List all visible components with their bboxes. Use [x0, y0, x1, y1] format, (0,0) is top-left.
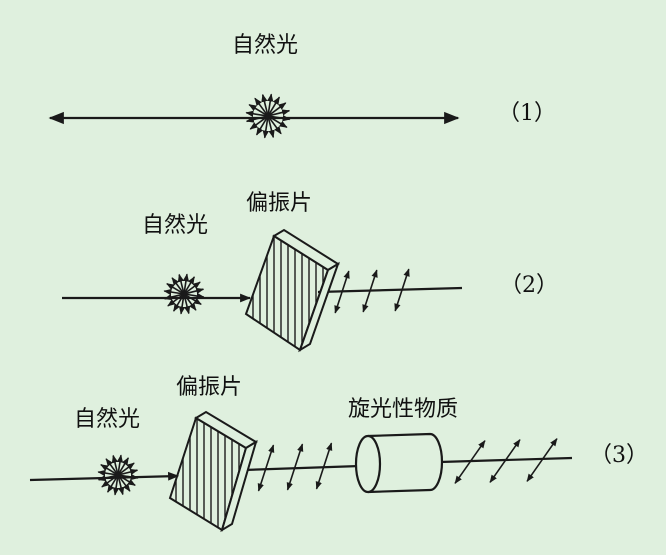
- natural-light-star-1: [245, 93, 291, 139]
- polarizer-3: [168, 410, 258, 533]
- case-2-label: （2）: [500, 273, 558, 298]
- polarized-arrow-3a: [257, 444, 275, 492]
- label-natural-light-3: 自然光: [74, 407, 140, 432]
- polarized-arrow-3b: [526, 438, 558, 482]
- polarized-arrow-3b: [489, 439, 521, 483]
- label-polarizer-2: 偏振片: [246, 191, 312, 216]
- polarized-arrow-3a: [315, 442, 333, 490]
- polarized-arrow-3a: [286, 443, 304, 491]
- label-natural-light-2: 自然光: [142, 213, 208, 238]
- row-1: 自然光 （1）: [48, 33, 556, 139]
- label-optically-active: 旋光性物质: [348, 397, 458, 422]
- polarized-arrows-2: [334, 268, 410, 314]
- polarized-arrows-3a: [257, 442, 333, 492]
- label-natural-light-1: 自然光: [232, 33, 298, 58]
- polarized-arrow-2: [394, 268, 410, 312]
- polarized-arrow-3b: [454, 440, 486, 484]
- light-ray-3b: [243, 464, 361, 472]
- case-3-label: （3）: [590, 443, 648, 468]
- case-1-label: （1）: [498, 101, 556, 126]
- natural-light-star-3-center: [115, 472, 121, 478]
- row-3: 自然光 偏振片 旋光性物质 （3）: [29, 375, 648, 533]
- row-2: 自然光 偏振片 （2）: [62, 191, 558, 353]
- light-ray-2b: [317, 286, 463, 294]
- polarized-arrow-2: [362, 269, 378, 313]
- polarized-arrows-3b: [454, 438, 558, 484]
- label-polarizer-3: 偏振片: [176, 375, 242, 400]
- natural-light-star-2: [163, 273, 205, 315]
- optically-active-cylinder: [354, 432, 444, 494]
- polarized-arrow-2: [334, 270, 350, 314]
- natural-light-star-2-center: [181, 291, 187, 297]
- natural-light-star-3: [97, 454, 139, 496]
- natural-light-star-1-center: [265, 113, 271, 119]
- polarizer-2: [244, 228, 340, 353]
